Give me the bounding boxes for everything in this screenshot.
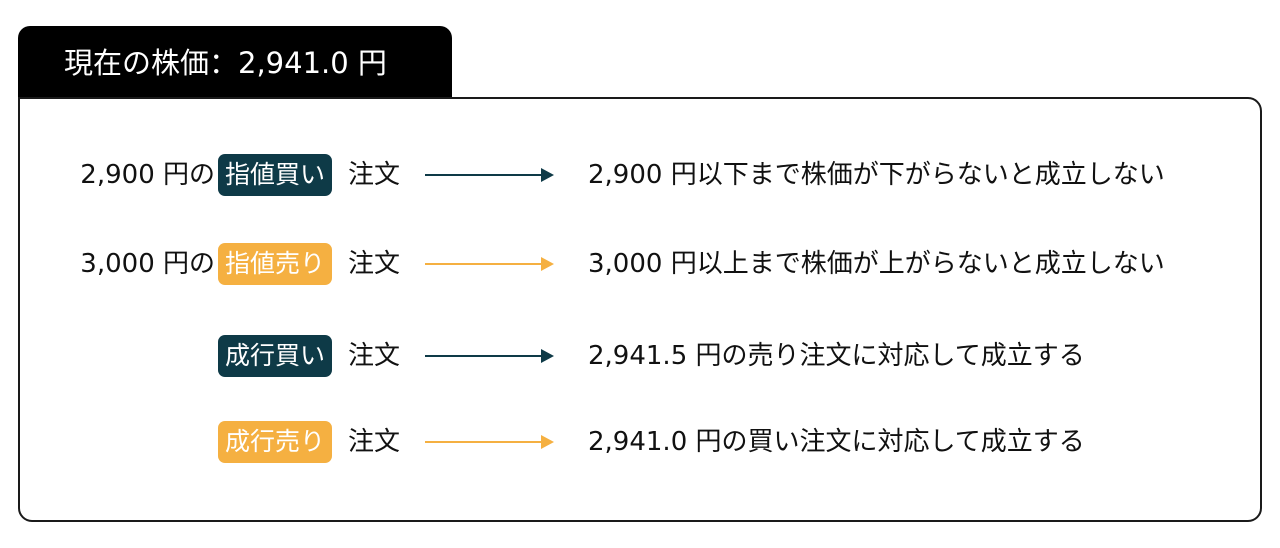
order-row-market-buy: 成行買い 注文 2,941.5 円の売り注文に対応して成立する <box>0 333 1280 379</box>
arrow-right-icon <box>425 168 554 182</box>
current-price-title: 現在の株価：2,941.0 円 <box>18 26 452 100</box>
order-price-label: 2,900 円の <box>80 160 215 190</box>
arrow-right-icon <box>425 257 554 271</box>
order-result-text: 3,000 円以上まで株価が上がらないと成立しない <box>588 249 1165 279</box>
order-row-limit-sell: 3,000 円の 指値売り 注文 3,000 円以上まで株価が上がらないと成立し… <box>0 241 1280 287</box>
order-suffix-label: 注文 <box>348 249 401 279</box>
order-result-text: 2,941.0 円の買い注文に対応して成立する <box>588 427 1085 457</box>
order-suffix-label: 注文 <box>348 427 401 457</box>
order-result-text: 2,941.5 円の売り注文に対応して成立する <box>588 341 1085 371</box>
order-price-label: 3,000 円の <box>80 249 215 279</box>
order-type-badge-market-buy: 成行買い <box>218 335 333 377</box>
order-row-market-sell: 成行売り 注文 2,941.0 円の買い注文に対応して成立する <box>0 419 1280 465</box>
order-suffix-label: 注文 <box>348 160 401 190</box>
order-type-badge-limit-buy: 指値買い <box>218 154 333 196</box>
order-type-badge-limit-sell: 指値売り <box>218 243 333 285</box>
arrow-right-icon <box>425 435 554 449</box>
order-type-badge-market-sell: 成行売り <box>218 421 333 463</box>
order-row-limit-buy: 2,900 円の 指値買い 注文 2,900 円以下まで株価が下がらないと成立し… <box>0 152 1280 198</box>
order-suffix-label: 注文 <box>348 341 401 371</box>
arrow-right-icon <box>425 349 554 363</box>
order-result-text: 2,900 円以下まで株価が下がらないと成立しない <box>588 160 1165 190</box>
